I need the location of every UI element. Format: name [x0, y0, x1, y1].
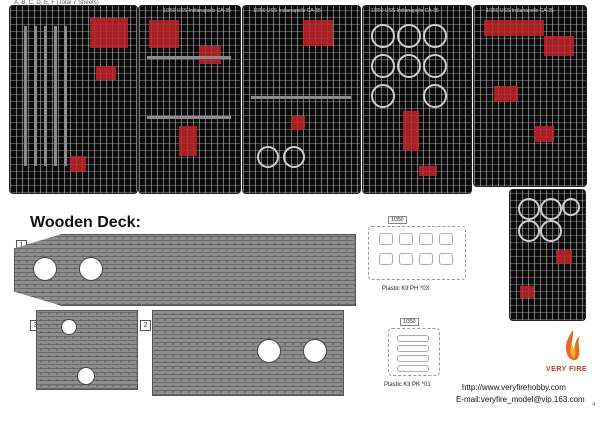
photo-etch-sheet-e: 1/350 USS Indianapolis CA-35	[474, 6, 586, 186]
flame-logo-icon	[565, 330, 580, 361]
sheet-c-label: 1/350 USS Indianapolis CA-35	[253, 8, 321, 14]
deck-part-3	[36, 310, 138, 390]
deck-part-1	[14, 234, 356, 306]
deck-part-number-2: 2	[140, 320, 151, 331]
plastic-kit-ph-label: Plastic Kit PH *03	[382, 286, 430, 292]
plastic-kit-ph-diagram	[368, 226, 466, 280]
contact-email: E-mail:veryfire_model@vip.163.com	[456, 395, 585, 404]
sheet-letter-index: A, B, C, D, E, F (Total 7 Sheets)	[14, 0, 99, 6]
deck-part-2	[152, 310, 344, 396]
photo-etch-sheet-c: 1/350 USS Indianapolis CA-35	[243, 6, 360, 193]
plastic-kit-pk-diagram	[388, 328, 440, 376]
page-number: 4	[592, 402, 596, 408]
kit-pk-scale: 1/350	[400, 318, 419, 326]
kit-ph-scale: 1/350	[388, 216, 407, 224]
sheet-d-label: 1/350 USS Indianapolis CA-35	[371, 8, 439, 14]
sheet-e-label: 1/350 USS Indianapolis CA-35	[486, 8, 554, 14]
photo-etch-sheet-d: 1/350 USS Indianapolis CA-35	[363, 6, 471, 193]
photo-etch-sheet-f	[510, 190, 585, 320]
website-url: http://www.veryfirehobby.com	[462, 383, 566, 392]
plastic-kit-pk-label: Plastic Kit PK *01	[384, 382, 431, 388]
photo-etch-sheet-b: 1/350 USS Indianapolis CA-35	[139, 6, 240, 193]
photo-etch-sheet-a	[10, 6, 137, 193]
wooden-deck-title: Wooden Deck:	[30, 214, 141, 231]
sheet-b-label: 1/350 USS Indianapolis CA-35	[163, 8, 231, 14]
brand-name: VERY FIRE	[546, 366, 588, 373]
